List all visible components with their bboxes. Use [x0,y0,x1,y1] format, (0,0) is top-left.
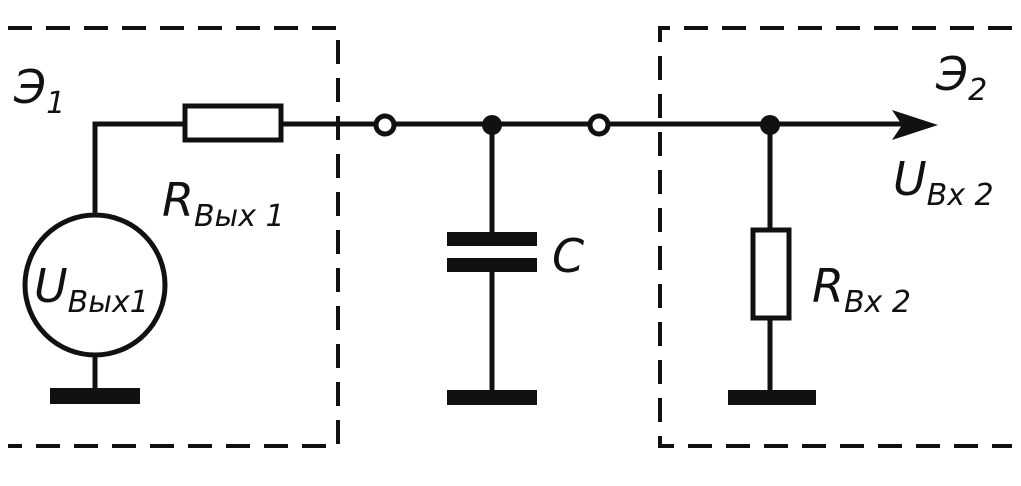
source-ground [50,388,140,404]
capacitor-ground [447,390,537,405]
source-wire [92,121,188,213]
block2-boundary [658,26,1012,448]
input-resistor-label: RВх 2 [812,259,911,320]
capacitor-label: C [552,229,584,283]
input-resistor [750,227,792,321]
input-resistor-ground [728,390,816,405]
block1-label: Э1 [13,60,65,121]
block1-boundary [8,26,340,448]
input-voltage-label: UВх 2 [893,152,994,213]
capacitor-plate-bottom [447,258,537,272]
capacitor-plate-top [447,232,537,246]
output-arrow-icon [892,110,938,140]
terminal-2 [587,113,611,137]
output-resistor-label: RВых 1 [162,173,285,234]
source-voltage-label: UВых1 [34,259,149,320]
output-resistor [182,103,284,143]
terminal-1 [373,113,397,137]
block2-label: Э2 [935,47,987,108]
